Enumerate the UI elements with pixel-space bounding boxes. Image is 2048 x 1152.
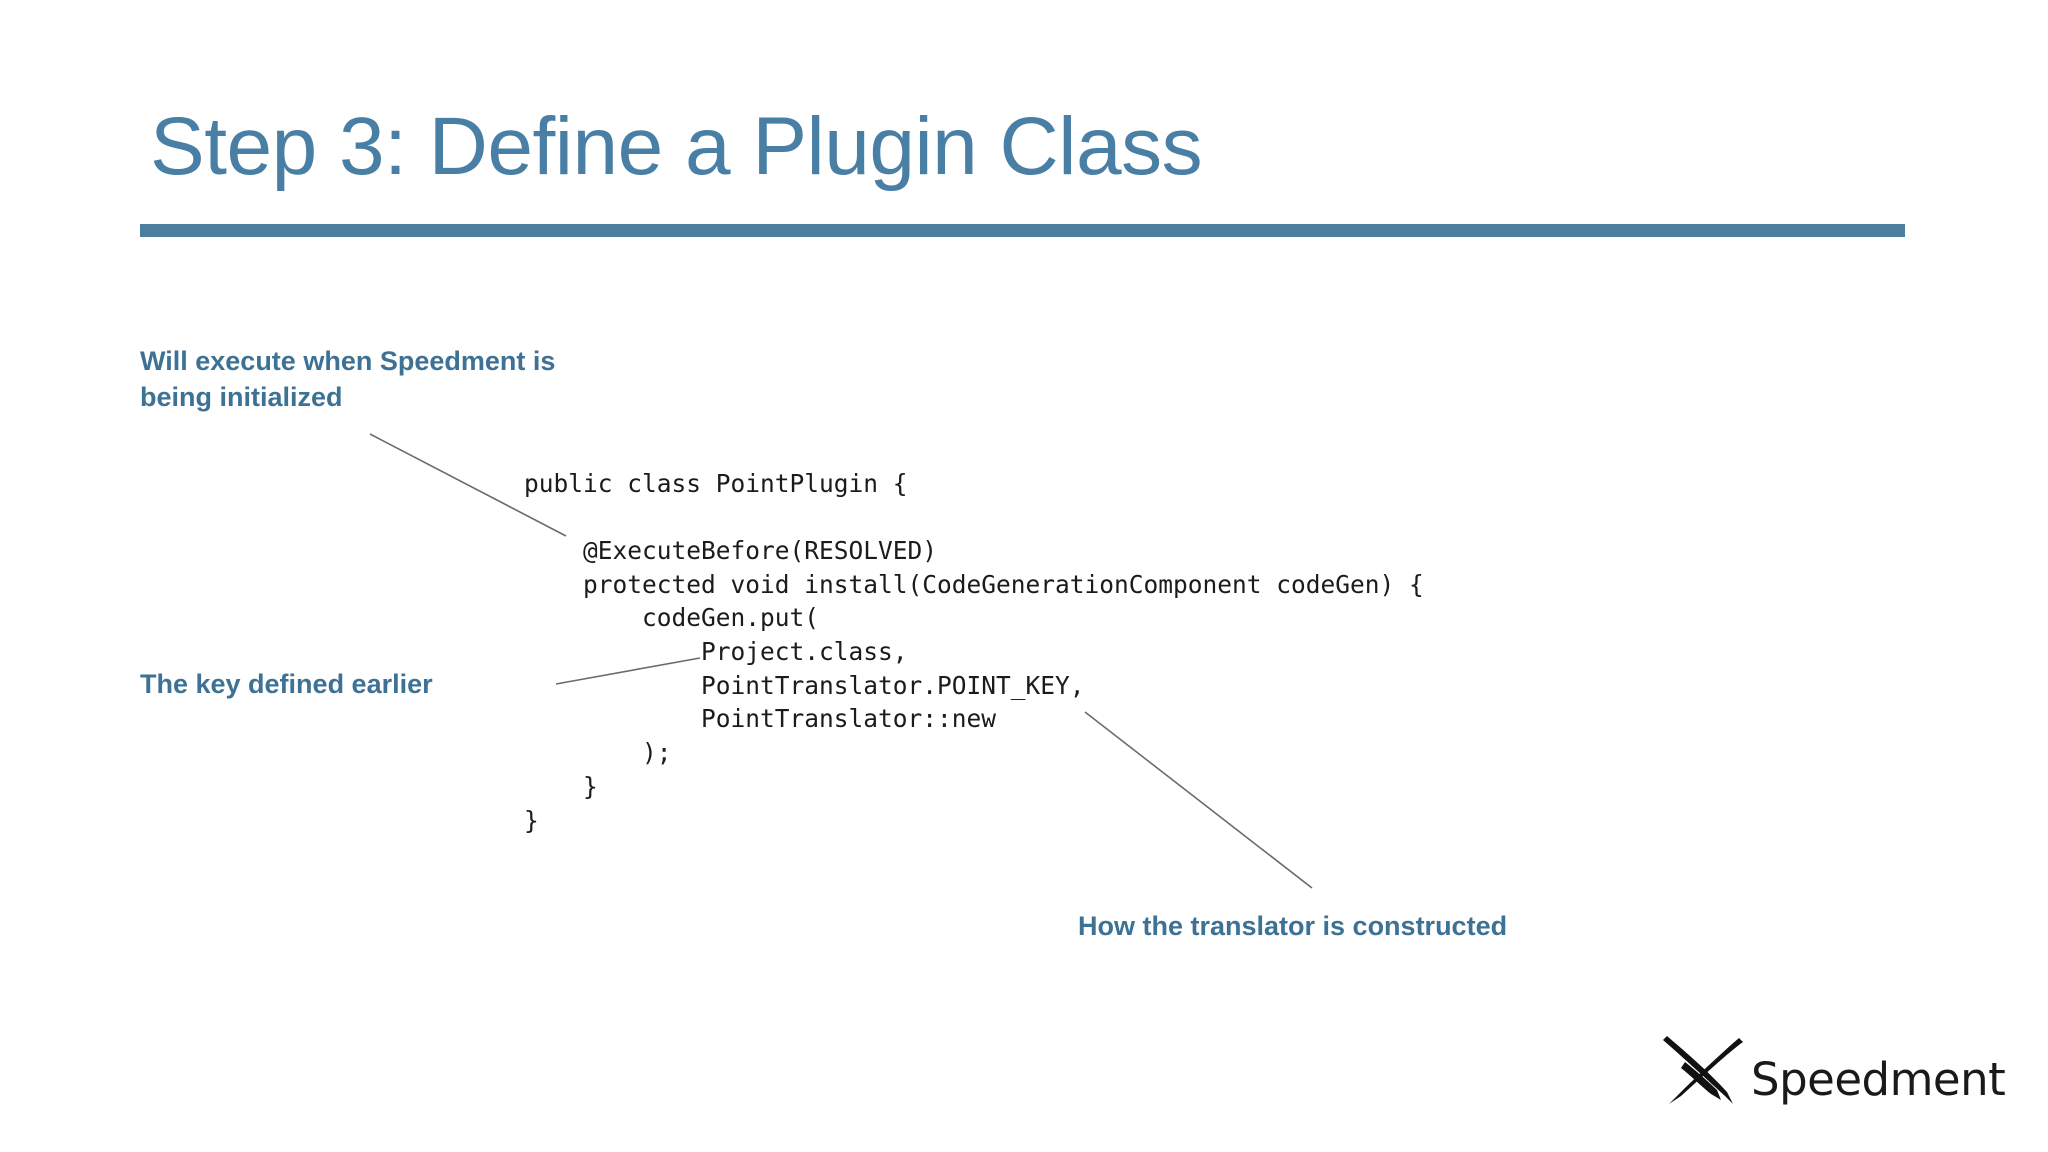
page-title: Step 3: Define a Plugin Class	[150, 101, 1203, 192]
title-underline-rule	[140, 224, 1905, 237]
speedment-x-mark-icon	[1663, 1036, 1743, 1104]
annotation-the-key-defined-earlier: The key defined earlier	[140, 669, 433, 699]
code-block: public class PointPlugin { @ExecuteBefor…	[524, 468, 1424, 835]
speedment-logo: Speedment	[1655, 1030, 2006, 1110]
annotation-how-translator-is-constructed: How the translator is constructed	[1078, 911, 1508, 941]
speedment-wordmark: Speedment	[1751, 1053, 2006, 1106]
annotation-will-execute-when-initialized: Will execute when Speedment is being ini…	[140, 346, 556, 413]
